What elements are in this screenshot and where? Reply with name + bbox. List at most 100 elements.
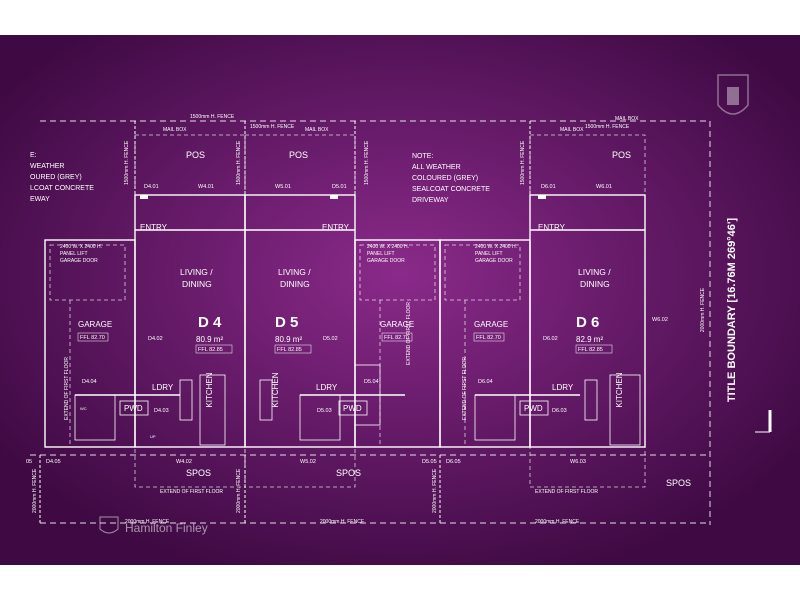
- site-boundary: [30, 120, 711, 525]
- ldry-label: LDRY: [316, 383, 338, 392]
- door-code: D5.04: [364, 379, 379, 385]
- rear-fence-vertical: 2000mm H. FENCE: [32, 468, 38, 513]
- door-code: D5.03: [317, 408, 332, 414]
- ldry-label: LDRY: [552, 383, 574, 392]
- title-boundary-label: TITLE BOUNDARY [16.76M 269°46']: [726, 218, 738, 403]
- spos-label: SPOS: [336, 468, 361, 478]
- door-code: D4.03: [154, 408, 169, 414]
- unit-name: D 4: [198, 314, 222, 331]
- ffl-box: [274, 344, 312, 354]
- pwd-box: [119, 400, 149, 416]
- rear-fence-label: 2000mm H. FENCE: [535, 519, 580, 525]
- ldry-label: LDRY: [152, 383, 174, 392]
- entry-label: ENTRY: [538, 223, 566, 232]
- note-line: NOTE:: [412, 153, 433, 160]
- first-floor-labels: EXTEND OF FIRST FLOOR EXTEND OF FIRST FL…: [64, 302, 598, 495]
- garage-ffl-box: [77, 332, 109, 342]
- note-line: SEALCOAT CONCRETE: [412, 186, 490, 193]
- fence-lines: [39, 121, 531, 523]
- pwd-box: [338, 400, 368, 416]
- garage-label: GARAGE: [380, 320, 414, 329]
- spos-label: SPOS: [186, 468, 211, 478]
- window-code: W5.02: [300, 459, 316, 465]
- entry-label: ENTRY: [140, 223, 168, 232]
- pwd-box: [519, 400, 549, 416]
- front-fence-labels: 1500mm H. FENCE 1500mm H. FENCE 1500mm H…: [124, 114, 630, 185]
- fence-vertical-label: 1500mm H. FENCE: [520, 140, 526, 185]
- note-driveway: NOTE: ALL WEATHER COLOURED (GREY) SEALCO…: [412, 153, 490, 204]
- garage-door-labels: 2400 W. X 2400 H. PANEL LIFT GARAGE DOOR…: [60, 244, 517, 264]
- rear-fence-vertical: 2000mm H. FENCE: [432, 468, 438, 513]
- castle-tower-icon: [727, 87, 739, 105]
- garage-door-line: 2400 W. X 2400 H.: [475, 244, 517, 250]
- first-floor-label: EXTEND OF FIRST FLOOR: [406, 302, 412, 365]
- garage-door-line: PANEL LIFT: [367, 251, 395, 257]
- dining-label: DINING: [280, 279, 310, 289]
- living-label: LIVING /: [180, 267, 213, 277]
- ffl-label: FFL 82.85: [198, 347, 223, 353]
- rear-fence-label: 2000mm H. FENCE: [125, 519, 170, 525]
- fence-vertical-label: 1500mm H. FENCE: [364, 140, 370, 185]
- window-code: W4.01: [198, 184, 214, 190]
- note-left-line: WEATHER: [30, 163, 64, 170]
- first-floor-label: EXTEND OF FIRST FLOOR: [462, 357, 468, 420]
- note-left-line: EWAY: [30, 196, 50, 203]
- floor-plan-diagram: TITLE BOUNDARY [16.76M 269°46'] 2000mm H…: [0, 35, 800, 565]
- rear-fence-vertical: 2000mm H. FENCE: [236, 468, 242, 513]
- door-code: D5.01: [332, 184, 347, 190]
- window-code: W6.02: [652, 317, 668, 323]
- window-code: W6.01: [596, 184, 612, 190]
- garage-label: GARAGE: [474, 320, 508, 329]
- pos-label: POS: [186, 150, 205, 160]
- first-floor-label: EXTEND OF FIRST FLOOR: [535, 489, 598, 495]
- fence-label: 1500mm H. FENCE: [585, 124, 630, 130]
- mailbox-label: MAIL BOX: [305, 127, 329, 133]
- dining-label: DINING: [580, 279, 610, 289]
- appliance-label: WC: [80, 406, 87, 411]
- garage-door-line: GARAGE DOOR: [475, 258, 513, 264]
- garage-ffl-label: FFL 82.70: [384, 335, 409, 341]
- brand-watermark: Hamilton Finley: [99, 516, 208, 535]
- door-code: D6.03: [552, 408, 567, 414]
- garage-ffl-label: FFL 82.70: [476, 335, 501, 341]
- window-code: W6.03: [570, 459, 586, 465]
- window-code: W4.02: [176, 459, 192, 465]
- kitchen-label: KITCHEN: [271, 372, 280, 407]
- garage-door-line: GARAGE DOOR: [367, 258, 405, 264]
- first-floor-label: EXTEND OF FIRST FLOOR: [160, 489, 223, 495]
- pwd-label: PWD: [524, 404, 543, 413]
- fence-label: 1500mm H. FENCE: [190, 114, 235, 120]
- door-code: D6.05: [446, 459, 461, 465]
- door-code: D6.02: [543, 336, 558, 342]
- kitchen-label: KITCHEN: [205, 372, 214, 407]
- living-label: LIVING /: [578, 267, 611, 277]
- brand-name: Hamilton Finley: [125, 521, 208, 535]
- mailbox-label: MAIL BOX: [615, 116, 639, 122]
- unit-area: 82.9 m²: [576, 335, 603, 344]
- door-code: D5.02: [323, 336, 338, 342]
- door-code: D4.01: [144, 184, 159, 190]
- appliance-label: UP: [150, 434, 156, 439]
- garage-ffl-box: [381, 332, 413, 342]
- door-code: D4.04: [82, 379, 97, 385]
- door-code: D6.01: [541, 184, 556, 190]
- unit-d4: POS ENTRY LIVING / DINING D 4 80.9 m² FF…: [46, 150, 233, 478]
- fence-label: 1500mm H. FENCE: [250, 124, 295, 130]
- pwd-label: PWD: [124, 404, 143, 413]
- unit-name: D 5: [275, 314, 298, 331]
- garage-door-line: GARAGE DOOR: [60, 258, 98, 264]
- side-fence-label: 2000mm H. FENCE: [700, 287, 706, 332]
- top-right-logo: [717, 74, 749, 115]
- note-left-line: E:: [30, 152, 37, 159]
- unit-d6: POS ENTRY LIVING / DINING D 6 82.9 m² FF…: [446, 150, 691, 488]
- left-edge-code: 05: [26, 459, 32, 465]
- door-code: D5.05: [422, 459, 437, 465]
- fence-vertical-label: 1500mm H. FENCE: [236, 140, 242, 185]
- unit-area: 80.9 m²: [275, 335, 302, 344]
- door-markers: [140, 195, 546, 199]
- garage-ffl-box: [473, 332, 505, 342]
- first-floor-label: EXTEND OF FIRST FLOOR: [64, 357, 70, 420]
- pos-label: POS: [612, 150, 631, 160]
- castle-shield-logo-icon: [99, 516, 119, 534]
- door-code: D4.05: [46, 459, 61, 465]
